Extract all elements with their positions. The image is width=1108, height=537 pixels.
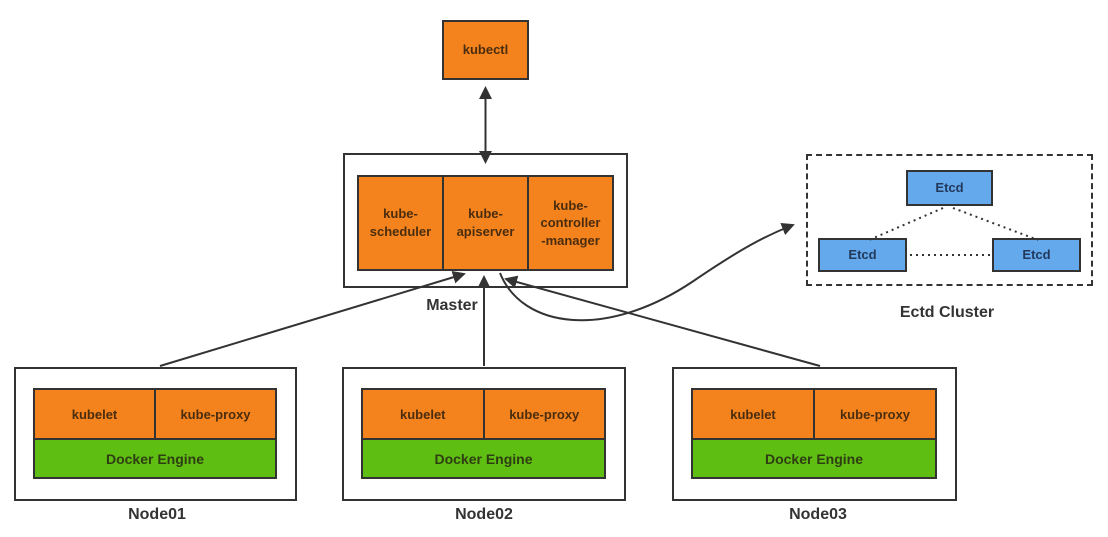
node02-inner: kubelet kube-proxy Docker Engine xyxy=(361,388,606,479)
node03-label: Node03 xyxy=(789,506,847,523)
node01-box: kubelet kube-proxy Docker Engine xyxy=(14,367,297,501)
etcd-cluster-label: Ectd Cluster xyxy=(899,304,995,321)
docker-engine-box: Docker Engine xyxy=(361,438,606,479)
node02-box: kubelet kube-proxy Docker Engine xyxy=(342,367,626,501)
kubelet-box: kubelet xyxy=(691,388,815,440)
master-components-row: kube- scheduler kube- apiserver kube- co… xyxy=(357,175,614,271)
kubectl-label: kubectl xyxy=(462,41,509,57)
master-box: kube- scheduler kube- apiserver kube- co… xyxy=(343,153,628,288)
node03-components-row: kubelet kube-proxy xyxy=(691,388,937,440)
kube-proxy-box: kube-proxy xyxy=(813,388,937,440)
kube-proxy-box: kube-proxy xyxy=(154,388,277,440)
kubectl-box: kubectl xyxy=(442,20,529,80)
node03-apiserver-arrow xyxy=(504,275,821,367)
etcd-top-box: Etcd xyxy=(906,170,993,206)
etcd-right-box: Etcd xyxy=(992,238,1081,272)
kube-proxy-box: kube-proxy xyxy=(482,388,606,440)
kube-apiserver-box: kube- apiserver xyxy=(442,175,529,271)
kubelet-box: kubelet xyxy=(361,388,485,440)
kube-controller-manager-box: kube- controller -manager xyxy=(527,175,614,271)
kube-scheduler-box: kube- scheduler xyxy=(357,175,444,271)
node01-inner: kubelet kube-proxy Docker Engine xyxy=(33,388,277,479)
docker-engine-box: Docker Engine xyxy=(691,438,937,479)
node01-label: Node01 xyxy=(128,506,186,523)
docker-engine-box: Docker Engine xyxy=(33,438,277,479)
kubelet-box: kubelet xyxy=(33,388,156,440)
node01-components-row: kubelet kube-proxy xyxy=(33,388,277,440)
node03-inner: kubelet kube-proxy Docker Engine xyxy=(691,388,937,479)
node03-box: kubelet kube-proxy Docker Engine xyxy=(672,367,957,501)
node02-components-row: kubelet kube-proxy xyxy=(361,388,606,440)
node02-label: Node02 xyxy=(455,506,513,523)
master-label: Master xyxy=(426,297,478,314)
etcd-left-box: Etcd xyxy=(818,238,907,272)
